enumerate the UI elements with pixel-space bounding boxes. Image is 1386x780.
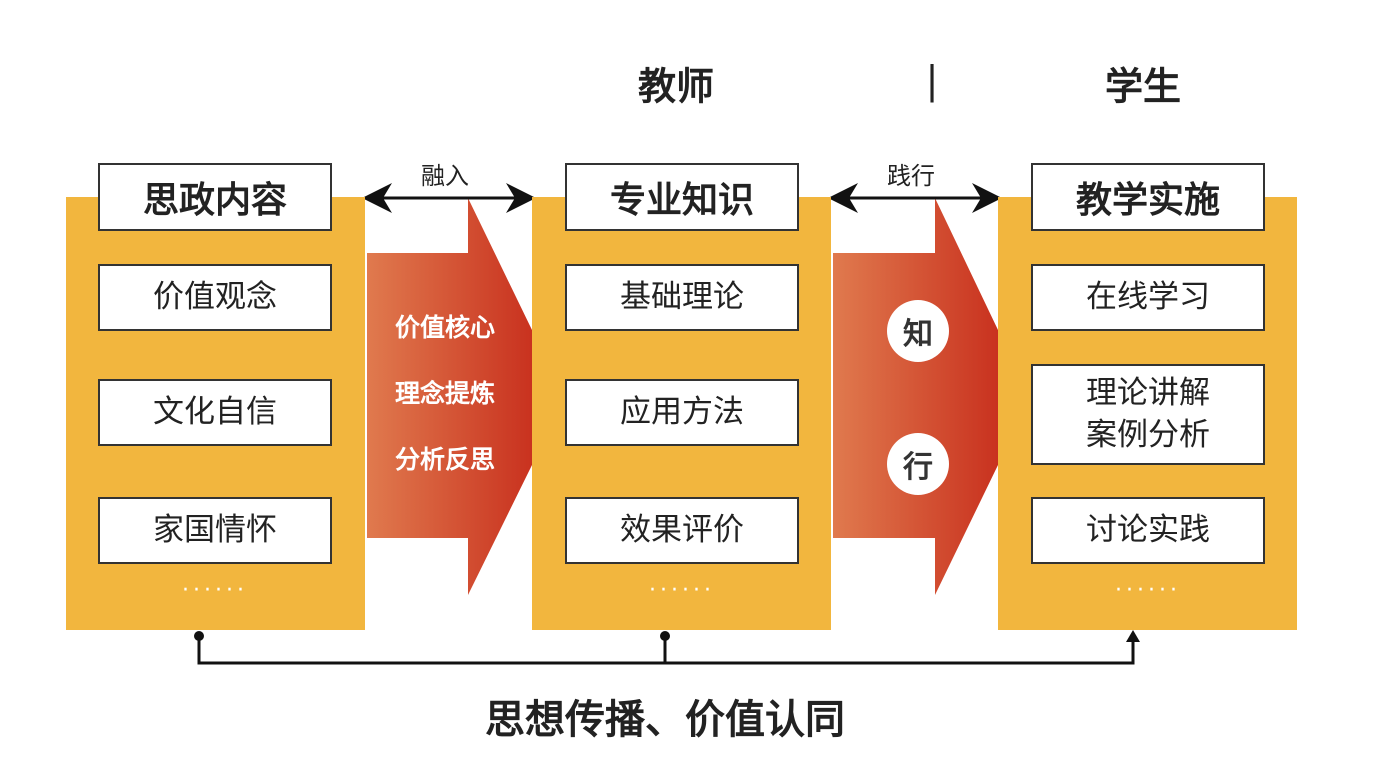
feedback-line: [194, 630, 1140, 665]
list-item: 文化自信: [98, 379, 332, 446]
list-item: 家国情怀: [98, 497, 332, 564]
column-title-ideological: 思政内容: [98, 163, 332, 231]
connector-label-integrate: 融入: [421, 162, 469, 190]
list-item: 讨论实践: [1031, 497, 1265, 564]
arrow-text: 分析反思: [394, 445, 496, 474]
circle-act: 行: [887, 433, 949, 495]
column-title-teaching: 教学实施: [1031, 163, 1265, 231]
more-dots: ······: [649, 578, 715, 603]
more-dots: ······: [1115, 578, 1181, 603]
header-teacher: 教师: [637, 64, 715, 109]
arrow-shape-1: [367, 198, 532, 595]
connector-label-practice: 践行: [887, 162, 935, 190]
footer-caption: 思想传播、价值认同: [485, 697, 845, 743]
arrow-text: 理念提炼: [394, 379, 496, 408]
arrow-shape-2: [833, 198, 998, 595]
header-separator: |: [925, 58, 939, 102]
list-item: 在线学习: [1031, 264, 1265, 331]
arrow-text: 价值核心: [394, 313, 496, 342]
list-item: 基础理论: [565, 264, 799, 331]
column-title-professional: 专业知识: [565, 163, 799, 231]
header-student: 学生: [1104, 64, 1182, 109]
list-item: 价值观念: [98, 264, 332, 331]
circle-know: 知: [887, 300, 949, 362]
list-item: 应用方法: [565, 379, 799, 446]
list-item: 理论讲解 案例分析: [1031, 364, 1265, 465]
list-item: 效果评价: [565, 497, 799, 564]
more-dots: ······: [182, 578, 248, 603]
